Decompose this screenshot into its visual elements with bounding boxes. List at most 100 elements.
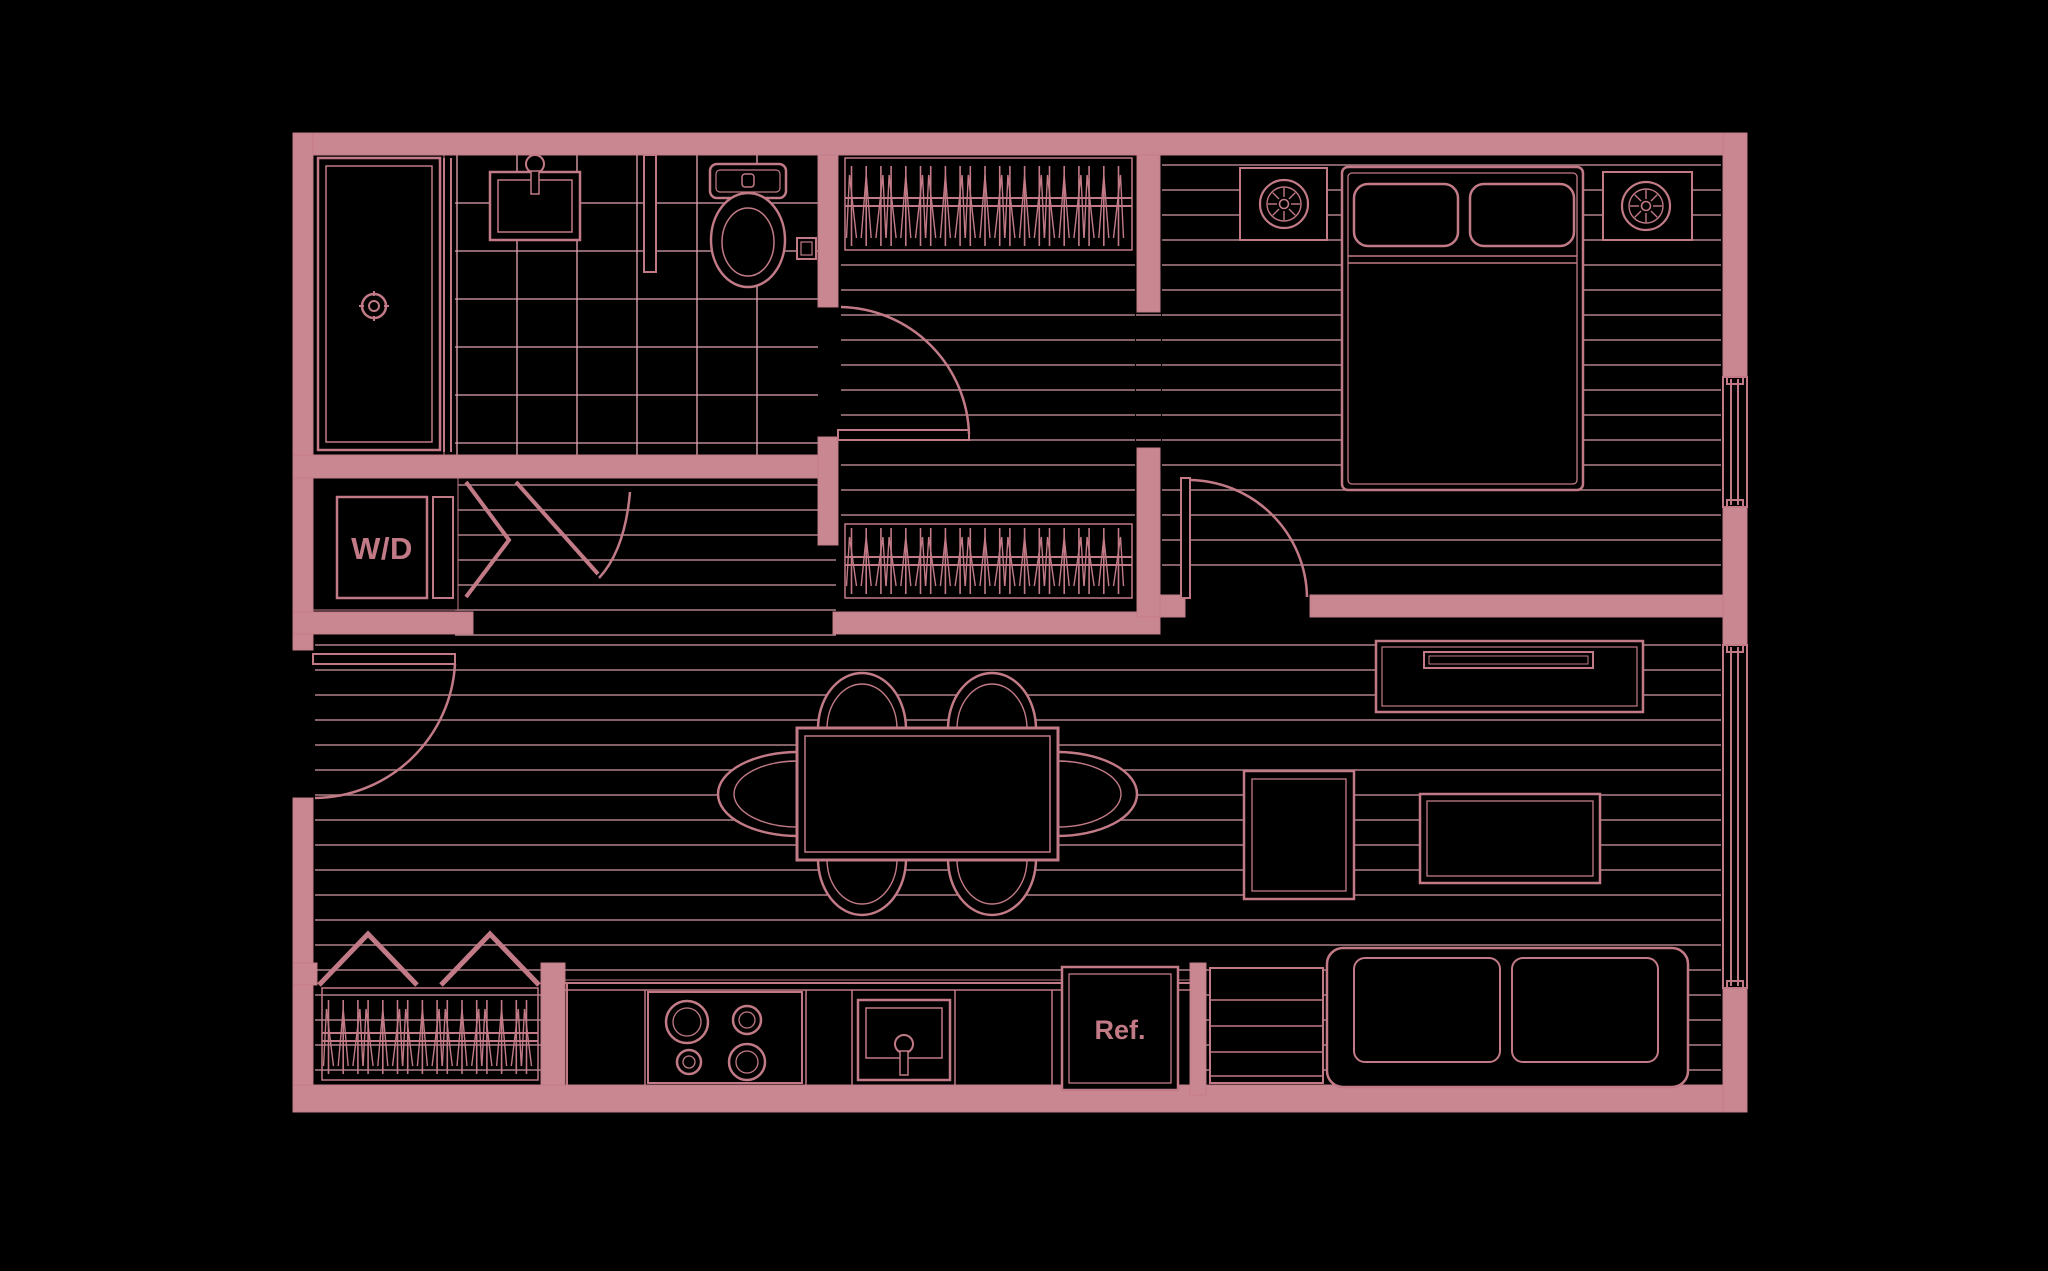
door-swing-arc — [314, 663, 457, 800]
pillow — [1352, 182, 1460, 248]
ceiling-fan-icon — [1278, 198, 1290, 210]
hanger-icon — [964, 536, 976, 587]
toilet-bowl — [709, 191, 787, 289]
entry-closet-doors — [317, 930, 541, 987]
dining-chair — [826, 683, 898, 730]
ceiling-fan-icon — [1650, 210, 1658, 218]
bedroom-window — [1722, 376, 1748, 508]
dining-chair — [1056, 760, 1122, 828]
pillow — [1468, 182, 1576, 248]
hanger-icon — [1018, 174, 1031, 239]
hanger-icon — [1018, 536, 1031, 587]
hanger-icon — [900, 174, 912, 239]
hanger-icon — [979, 174, 991, 239]
wall-bathroom-south — [292, 454, 839, 479]
hanger-icon — [994, 174, 1006, 239]
hanger-icon — [441, 1008, 453, 1067]
dining-chair — [946, 858, 1038, 917]
door-swing-arc — [840, 305, 971, 435]
entry-door — [312, 653, 457, 800]
pantry-shelves — [1209, 967, 1324, 1084]
hanger-icon — [1033, 536, 1045, 587]
ceiling-fan-icon — [1634, 194, 1642, 202]
hanger-icon — [1004, 174, 1016, 239]
coffee-table — [1418, 792, 1602, 885]
hanger-icon — [1004, 536, 1016, 587]
bedroom — [1239, 165, 1693, 492]
ceiling-fan-icon — [1650, 194, 1658, 202]
door-swing-arc — [1188, 478, 1309, 598]
burner-icon — [664, 999, 710, 1045]
ceiling-fan-icon — [1272, 192, 1280, 200]
kitchen-sink — [856, 998, 952, 1082]
hanger-icon — [939, 536, 952, 587]
ceiling-fan-icon — [1628, 188, 1664, 224]
shower — [316, 156, 442, 452]
hanger-icon — [322, 1008, 335, 1067]
washer-dryer-unit — [335, 495, 429, 600]
dining-chairs — [716, 671, 1139, 917]
toilet-paper-holder-icon — [796, 237, 817, 260]
hanger-icon — [1083, 536, 1095, 587]
hanger-icon — [495, 1008, 508, 1067]
hanger-icon — [1098, 174, 1110, 239]
hanger-icon — [964, 174, 976, 239]
closets — [321, 157, 1133, 1081]
closet-outline — [844, 523, 1133, 599]
wall-right-lower — [1722, 987, 1748, 1113]
hanger-icon — [520, 1008, 533, 1067]
ceiling-fan-icon — [1288, 192, 1296, 200]
ceiling-fan-icon — [1634, 210, 1642, 218]
ceiling-light-left — [1239, 167, 1328, 241]
bed — [1340, 165, 1585, 492]
hanger-icon — [1098, 536, 1110, 587]
hanger-icon — [925, 174, 937, 239]
ceiling-fan-icon — [1258, 178, 1310, 230]
door-leaf — [837, 429, 970, 441]
wall-right-mid — [1722, 506, 1748, 646]
hanger-icon — [1043, 174, 1056, 239]
wall-entry-closet-left — [292, 962, 318, 986]
wall-bedroom-south — [1309, 594, 1724, 618]
refrigerator-label: Ref. — [1094, 1015, 1145, 1045]
hanger-icon — [391, 1008, 404, 1067]
vanity-sink — [488, 154, 582, 242]
hanger-icon — [431, 1008, 443, 1067]
bathroom-door — [837, 305, 971, 441]
hanger-icon — [954, 536, 966, 587]
dining-chair — [956, 683, 1028, 730]
wall-entry — [292, 611, 474, 635]
ceiling-fan-icon — [1640, 200, 1652, 212]
dining-set — [716, 671, 1139, 917]
hanger-icon — [1073, 536, 1085, 587]
wall-hall-bedroom-upper — [1136, 154, 1161, 313]
wall-bath-hall-lower — [817, 436, 839, 546]
wall-bottom — [292, 1084, 1748, 1113]
hanger-icon — [471, 1008, 483, 1067]
burner-icon — [731, 1004, 763, 1036]
hanger-icon — [481, 1008, 493, 1067]
hanger-icon — [860, 174, 872, 239]
dining-chair — [826, 858, 898, 905]
hanger-icon — [337, 1008, 349, 1067]
dining-chair — [946, 671, 1038, 730]
hanger-icon — [939, 174, 952, 239]
hanger-icon — [1058, 174, 1070, 239]
hanger-icon — [1073, 174, 1085, 239]
hanger-icon — [994, 536, 1006, 587]
washer-dryer-closet: W/D — [312, 477, 632, 611]
dining-chair — [1056, 750, 1139, 838]
wall-left-upper — [292, 132, 314, 651]
closet-outline — [844, 157, 1133, 251]
hanger-icon — [914, 536, 927, 587]
bathroom — [312, 154, 817, 456]
doors — [312, 305, 1309, 987]
hanger-icon — [352, 1008, 364, 1067]
dining-table — [795, 726, 1060, 862]
sofa — [1325, 946, 1690, 1089]
hanger-icon — [1058, 536, 1070, 587]
hanger-icon — [1112, 174, 1125, 239]
cooktop — [647, 991, 803, 1084]
